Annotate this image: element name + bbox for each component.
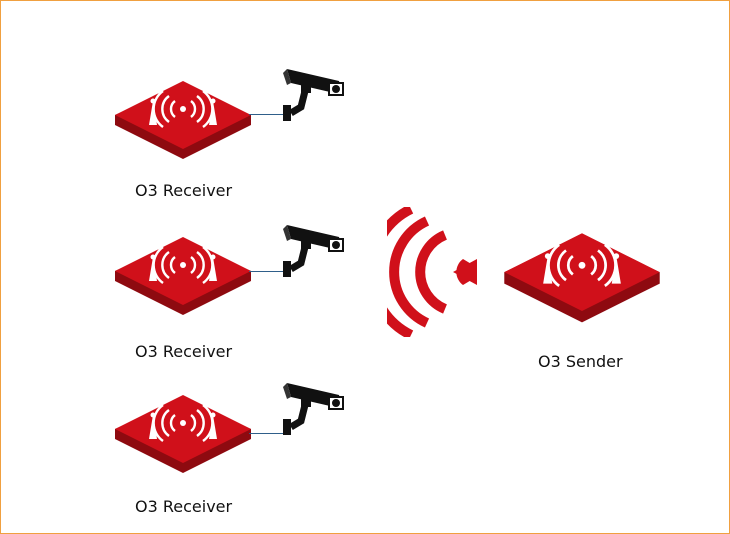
receiver-label: O3 Receiver xyxy=(135,342,233,361)
connection-line xyxy=(249,433,285,434)
router-icon xyxy=(113,235,253,319)
security-camera-icon xyxy=(277,377,349,441)
router-icon xyxy=(499,231,665,327)
security-camera-icon xyxy=(277,63,349,127)
connection-line xyxy=(249,114,285,115)
router-icon xyxy=(113,393,253,477)
wifi-signal-icon xyxy=(387,207,477,337)
receiver-label: O3 Receiver xyxy=(135,181,233,200)
router-icon xyxy=(113,79,253,163)
receiver-label: O3 Receiver xyxy=(135,497,233,516)
connection-line xyxy=(249,271,285,272)
security-camera-icon xyxy=(277,219,349,283)
sender-label: O3 Sender xyxy=(538,352,623,371)
